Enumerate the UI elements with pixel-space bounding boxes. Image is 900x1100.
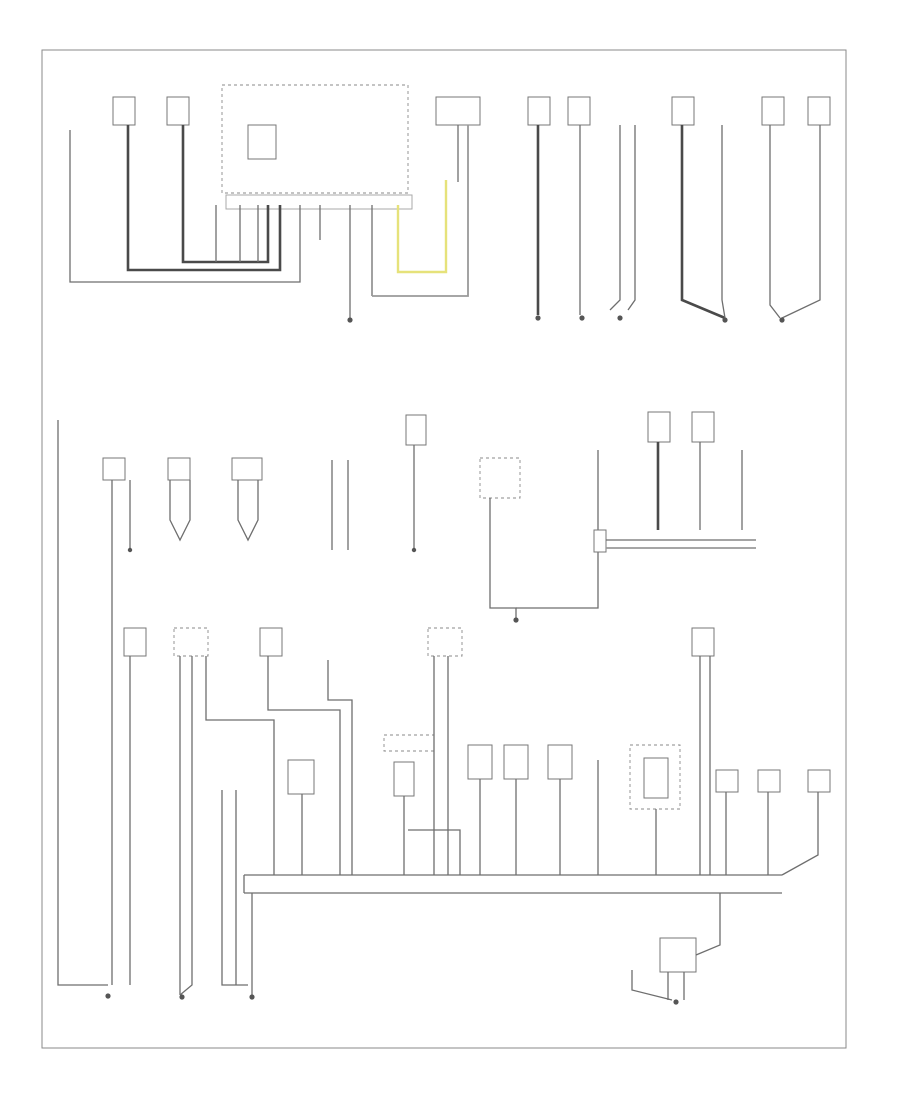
- component-b-10: [547, 744, 573, 780]
- component-b-6: [383, 734, 435, 752]
- component-tr-3: [671, 96, 695, 126]
- component-mr-dashed: [479, 457, 521, 499]
- component-ml-1: [102, 457, 126, 481]
- module-connector: [225, 194, 413, 210]
- ground-point-1: [347, 317, 353, 323]
- component-b-15: [757, 769, 781, 793]
- component-tr-4: [761, 96, 785, 126]
- component-b-11: [629, 744, 681, 810]
- component-b-13: [691, 627, 715, 657]
- top-left-cluster: [69, 84, 481, 323]
- component-tr-5: [807, 96, 831, 126]
- component-mr-2: [691, 411, 715, 443]
- ground-point-6: [779, 317, 785, 323]
- component-b-1: [123, 627, 147, 657]
- ground-point-3: [579, 315, 585, 321]
- ground-point-10: [105, 993, 111, 999]
- ground-point-7: [127, 547, 133, 553]
- component-left-1: [112, 96, 136, 126]
- component-mr-1: [647, 411, 671, 443]
- ground-point-5: [722, 317, 728, 323]
- top-right-cluster: [527, 96, 831, 323]
- ground-point-11: [179, 994, 185, 1000]
- component-ml-3: [231, 457, 263, 481]
- component-b-17: [659, 937, 697, 973]
- ground-point-8: [411, 547, 417, 553]
- component-b-12: [643, 757, 669, 799]
- component-tr-2: [567, 96, 591, 126]
- ground-point-2: [535, 315, 541, 321]
- component-ml-2: [167, 457, 191, 481]
- component-right-box: [435, 96, 481, 126]
- ground-point-9: [513, 617, 519, 623]
- component-b-8: [467, 744, 493, 780]
- component-b-16: [807, 769, 831, 793]
- ground-point-12: [249, 994, 255, 1000]
- component-b-4: [287, 759, 315, 795]
- component-b-9: [503, 744, 529, 780]
- component-b-3: [259, 627, 283, 657]
- component-b-5: [427, 627, 463, 657]
- component-b-14: [715, 769, 739, 793]
- component-b-2: [173, 627, 209, 657]
- middle-left-cluster: [57, 414, 427, 986]
- splice-box: [593, 529, 607, 553]
- component-tr-1: [527, 96, 551, 126]
- component-ml-4: [405, 414, 427, 446]
- component-b-7: [393, 761, 415, 797]
- middle-right-cluster: [479, 411, 756, 623]
- diagram-frame: [41, 49, 847, 1049]
- ground-point-13: [673, 999, 679, 1005]
- component-left-2: [166, 96, 190, 126]
- module-inner-box: [247, 124, 277, 160]
- control-module-outline: [221, 84, 409, 194]
- ground-point-4: [617, 315, 623, 321]
- bottom-cluster: [105, 627, 831, 1005]
